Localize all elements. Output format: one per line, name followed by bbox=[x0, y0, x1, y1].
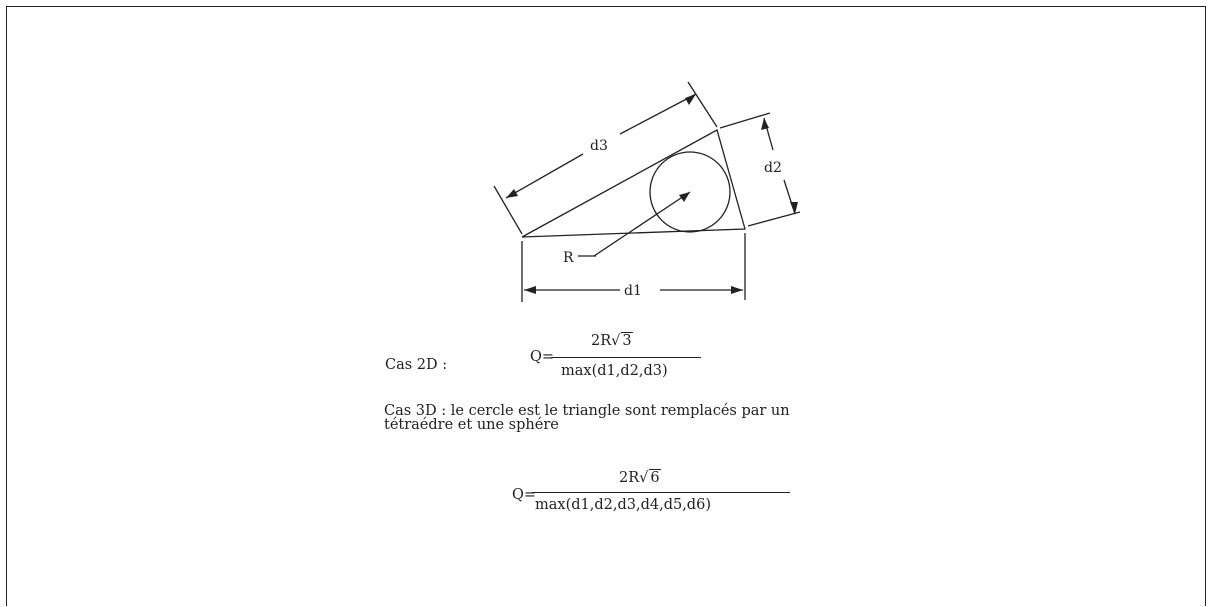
label-d3: d3 bbox=[590, 138, 608, 154]
case-3d-text-line2: tétraédre et une sphére bbox=[384, 417, 559, 433]
case-3d-numerator: 2R√6 bbox=[619, 469, 661, 486]
case-2d-radicand: 3 bbox=[621, 332, 633, 349]
sqrt-symbol: √ bbox=[611, 333, 621, 349]
d2-extension-bottom bbox=[747, 211, 801, 227]
d2-extension-top bbox=[719, 112, 771, 129]
sqrt-symbol: √ bbox=[639, 470, 649, 486]
case-3d-denominator: max(d1,d2,d3,d4,d5,d6) bbox=[535, 497, 711, 513]
d3-dimension-line-right bbox=[619, 93, 697, 135]
d3-arrow-right bbox=[685, 94, 696, 105]
case-3d-text-line1: Cas 3D : le cercle est le triangle sont … bbox=[384, 403, 790, 419]
inscribed-circle bbox=[649, 151, 731, 233]
case-2d-numerator: 2R√3 bbox=[591, 332, 633, 349]
label-r: R bbox=[563, 250, 574, 266]
case-2d-fraction-bar bbox=[551, 357, 701, 358]
case-2d-q-prefix: Q= bbox=[530, 349, 555, 365]
radius-arrow bbox=[679, 192, 690, 202]
label-d2: d2 bbox=[764, 160, 782, 176]
label-d1: d1 bbox=[624, 283, 642, 299]
d1-arrow-right bbox=[731, 286, 743, 294]
d3-arrow-left bbox=[506, 189, 518, 198]
radius-line bbox=[593, 191, 691, 257]
case-2d-denominator: max(d1,d2,d3) bbox=[561, 363, 668, 379]
d3-dimension-line bbox=[505, 153, 584, 199]
d2-arrow-bottom bbox=[790, 202, 798, 214]
figure-frame bbox=[6, 6, 1206, 606]
case-3d-fraction-bar bbox=[532, 492, 790, 493]
case-3d-radicand: 6 bbox=[649, 469, 661, 486]
d3-extension-left bbox=[493, 185, 523, 235]
case-3d-q-prefix: Q= bbox=[512, 487, 537, 503]
d3-extension-right bbox=[687, 81, 718, 128]
triangle bbox=[521, 129, 746, 238]
d2-arrow-top bbox=[761, 118, 769, 130]
case-2d-label: Cas 2D : bbox=[385, 357, 448, 373]
d1-arrow-left bbox=[524, 286, 536, 294]
